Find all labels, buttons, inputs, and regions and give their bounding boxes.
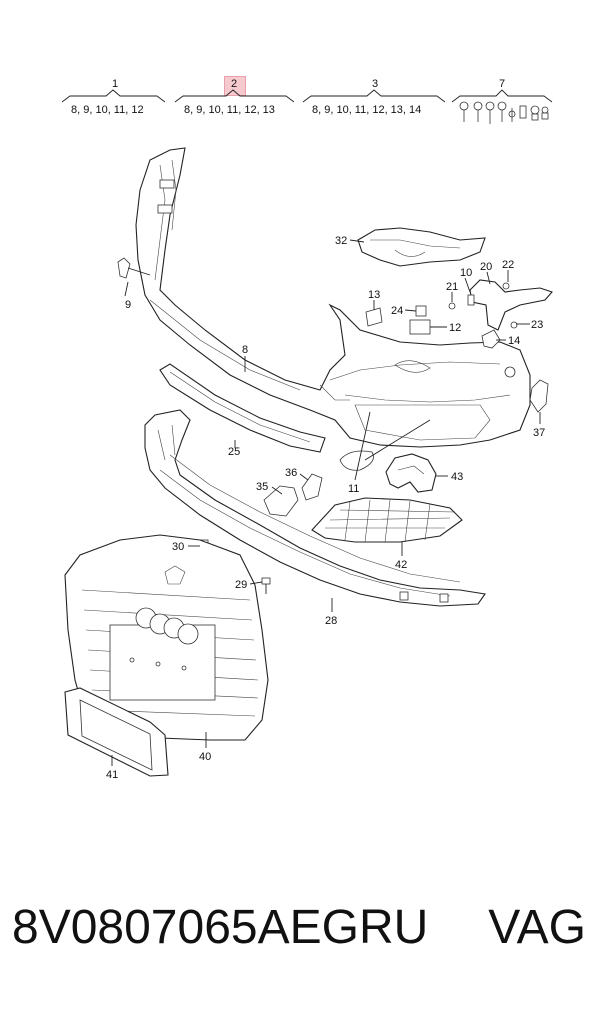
callout-32: 32 bbox=[335, 235, 347, 247]
group-2-number: 2 bbox=[230, 78, 238, 90]
callout-14: 14 bbox=[508, 335, 520, 347]
callout-40: 40 bbox=[199, 751, 211, 763]
callout-22: 22 bbox=[502, 259, 514, 271]
side-bracket-parts bbox=[448, 279, 553, 331]
group-3-parts: 8, 9, 10, 11, 12, 13, 14 bbox=[312, 104, 422, 116]
callout-21: 21 bbox=[446, 281, 458, 293]
callout-41: 41 bbox=[106, 769, 118, 781]
callout-labels: 32 10 20 22 21 13 24 12 23 14 9 8 37 25 … bbox=[106, 235, 545, 781]
callout-25: 25 bbox=[228, 446, 240, 458]
callout-11: 11 bbox=[348, 483, 359, 495]
grille-strip-part-25 bbox=[159, 363, 326, 453]
lower-member-part-28 bbox=[144, 409, 486, 607]
callout-24: 24 bbox=[391, 305, 403, 317]
group-brackets bbox=[61, 89, 553, 103]
callout-13: 13 bbox=[368, 289, 380, 301]
callout-37: 37 bbox=[533, 427, 545, 439]
clip-part-14 bbox=[481, 329, 501, 349]
group-7-fasteners-icon bbox=[459, 101, 549, 124]
cap-part-11 bbox=[339, 450, 374, 471]
brackets-35-36 bbox=[263, 473, 323, 517]
small-clips-13-24-12 bbox=[365, 305, 431, 335]
group-3-number: 3 bbox=[371, 78, 379, 90]
bracket-part-32 bbox=[357, 227, 486, 267]
group-1-number: 1 bbox=[111, 78, 119, 90]
callout-20: 20 bbox=[480, 261, 492, 273]
callout-28: 28 bbox=[325, 615, 337, 627]
group-2-highlight bbox=[224, 76, 246, 96]
exploded-parts-diagram: 32 10 20 22 21 13 24 12 23 14 9 8 37 25 … bbox=[61, 89, 553, 781]
callout-29: 29 bbox=[235, 579, 247, 591]
callout-36: 36 bbox=[285, 467, 297, 479]
callout-12: 12 bbox=[449, 322, 461, 334]
bumper-cover bbox=[135, 147, 531, 448]
group-1-parts: 8, 9, 10, 11, 12 bbox=[71, 104, 144, 116]
plate-bracket-part-41 bbox=[64, 687, 169, 777]
front-grille-part-40 bbox=[64, 534, 269, 741]
air-duct-part-43 bbox=[385, 453, 437, 493]
callout-42: 42 bbox=[395, 559, 407, 571]
callout-30: 30 bbox=[172, 541, 184, 553]
clip-part-9 bbox=[117, 257, 151, 279]
bracket-part-37 bbox=[529, 379, 549, 413]
group-2-parts: 8, 9, 10, 11, 12, 13 bbox=[184, 104, 275, 116]
leader-lines bbox=[111, 239, 541, 766]
part-number: 8V0807065AEGRU bbox=[12, 901, 429, 954]
callout-9: 9 bbox=[125, 299, 131, 311]
callout-10: 10 bbox=[460, 267, 472, 279]
callout-23: 23 bbox=[531, 319, 543, 331]
footer: 8V0807065AEGRU VAG bbox=[0, 900, 600, 980]
group-7-number: 7 bbox=[498, 78, 506, 90]
callout-35: 35 bbox=[256, 481, 268, 493]
lower-grille-part-42 bbox=[311, 497, 463, 543]
brand-label: VAG bbox=[488, 901, 586, 954]
callout-8: 8 bbox=[242, 344, 248, 356]
callout-43: 43 bbox=[451, 471, 463, 483]
